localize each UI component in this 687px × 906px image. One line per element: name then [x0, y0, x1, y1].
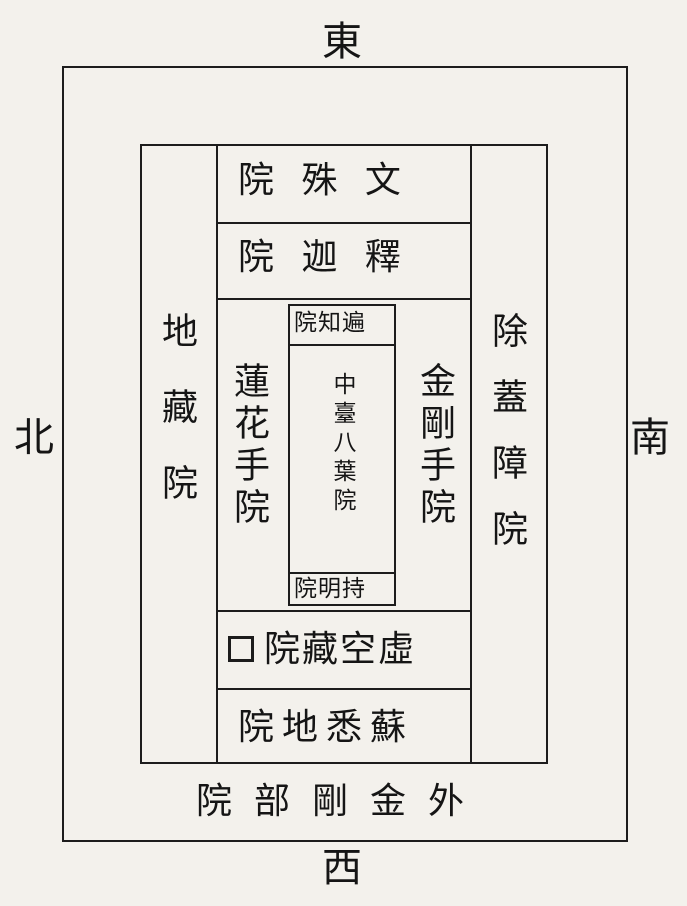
- hall-kshitigarbha: 地藏院: [156, 312, 197, 540]
- direction-west: 西: [322, 845, 362, 891]
- hall-sarvanivarana: 除蓋障院: [486, 312, 527, 576]
- blank-square: [228, 636, 254, 662]
- divider-manjushri-bottom: [216, 222, 472, 224]
- divider-left: [216, 144, 218, 764]
- hall-vidyadhara: 院明持: [294, 576, 366, 602]
- hall-outer-vajra: 院部剛金外: [196, 781, 487, 822]
- hall-susiddhi: 院地悉蘇: [238, 707, 415, 748]
- central-box: [288, 304, 396, 606]
- divider-right: [470, 144, 472, 764]
- hall-akashagarbha: 院藏空虛: [264, 629, 417, 670]
- divider-shakyamuni-bottom: [216, 298, 472, 300]
- central-box-bottom-divider: [288, 572, 396, 574]
- outer-frame: [62, 66, 628, 842]
- direction-south: 南: [630, 415, 670, 461]
- central-box-top-divider: [288, 344, 396, 346]
- inner-frame: [140, 144, 548, 764]
- direction-east: 東: [322, 19, 362, 65]
- hall-central-eight-petal: 中臺八葉院: [329, 372, 355, 517]
- hall-universal-knowledge: 院知遍: [294, 310, 366, 336]
- direction-north: 北: [14, 415, 54, 461]
- hall-manjushri: 院 殊 文: [238, 160, 409, 201]
- divider-akashagarbha-bottom: [216, 688, 472, 690]
- divider-central-bottom: [216, 610, 472, 612]
- hall-shakyamuni: 院 迦 釋: [238, 237, 409, 278]
- hall-vajrapani: 金剛手院: [414, 362, 455, 530]
- hall-padmapani: 蓮花手院: [228, 362, 269, 530]
